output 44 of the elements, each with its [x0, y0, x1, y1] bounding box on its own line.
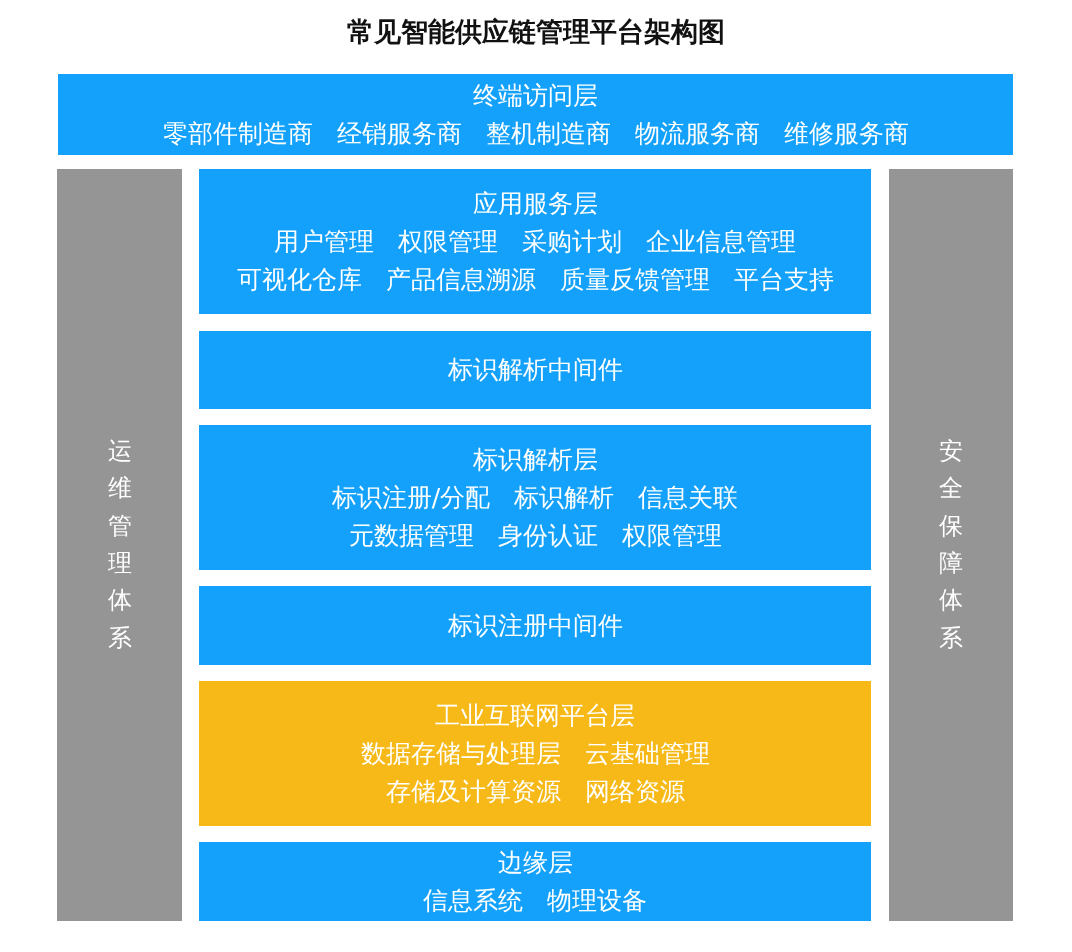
layer-title: 标识注册中间件: [447, 609, 623, 642]
layer-title: 工业互联网平台层: [435, 699, 635, 732]
layer-band: [199, 331, 871, 409]
item-label: 云基础管理: [584, 737, 710, 770]
item-label: 存储及计算资源: [385, 775, 561, 808]
layer-title: 标识解析层: [472, 443, 598, 476]
layer-band: [199, 842, 871, 921]
layer-title: 边缘层: [497, 846, 573, 879]
layer-title: 终端访问层: [473, 79, 598, 112]
item-label: 信息系统: [423, 884, 523, 917]
item-label: 质量反馈管理: [559, 263, 710, 296]
item-label: 物理设备: [547, 884, 647, 917]
item-label: 网络资源: [584, 775, 685, 808]
item-label: 数据存储与处理层: [360, 737, 561, 770]
item-label: 标识注册/分配: [331, 481, 491, 514]
side-column: [57, 169, 182, 921]
item-label: 标识解析: [514, 481, 615, 514]
item-label: 用户管理: [274, 225, 374, 258]
layer-band: [199, 681, 871, 826]
layer-band: [199, 425, 871, 570]
diagram-title: 常见智能供应链管理平台架构图: [347, 16, 725, 49]
item-label: 产品信息溯源: [385, 263, 536, 296]
item-label: 元数据管理: [348, 519, 474, 552]
item-label: 权限管理: [398, 225, 498, 258]
item-label: 可视化仓库: [236, 263, 362, 296]
layer-title: 应用服务层: [472, 187, 598, 220]
layer-band: [58, 74, 1013, 155]
item-label: 平台支持: [733, 263, 834, 296]
layer-band: [199, 169, 871, 314]
vertical-label: 运维管理体系: [107, 435, 132, 654]
item-label: 整机制造商: [485, 117, 611, 150]
item-label: 经销服务商: [336, 117, 462, 150]
item-label: 物流服务商: [634, 117, 760, 150]
side-column: [889, 169, 1013, 921]
vertical-label: 安全保障体系: [939, 435, 963, 654]
item-label: 权限管理: [621, 519, 722, 552]
item-label: 信息关联: [638, 481, 739, 514]
item-label: 维修服务商: [783, 117, 909, 150]
layer-band: [199, 586, 871, 665]
item-label: 零部件制造商: [162, 117, 313, 150]
layer-title: 标识解析中间件: [447, 354, 623, 386]
item-label: 采购计划: [522, 225, 622, 258]
item-label: 企业信息管理: [646, 225, 796, 258]
item-label: 身份认证: [497, 519, 598, 552]
